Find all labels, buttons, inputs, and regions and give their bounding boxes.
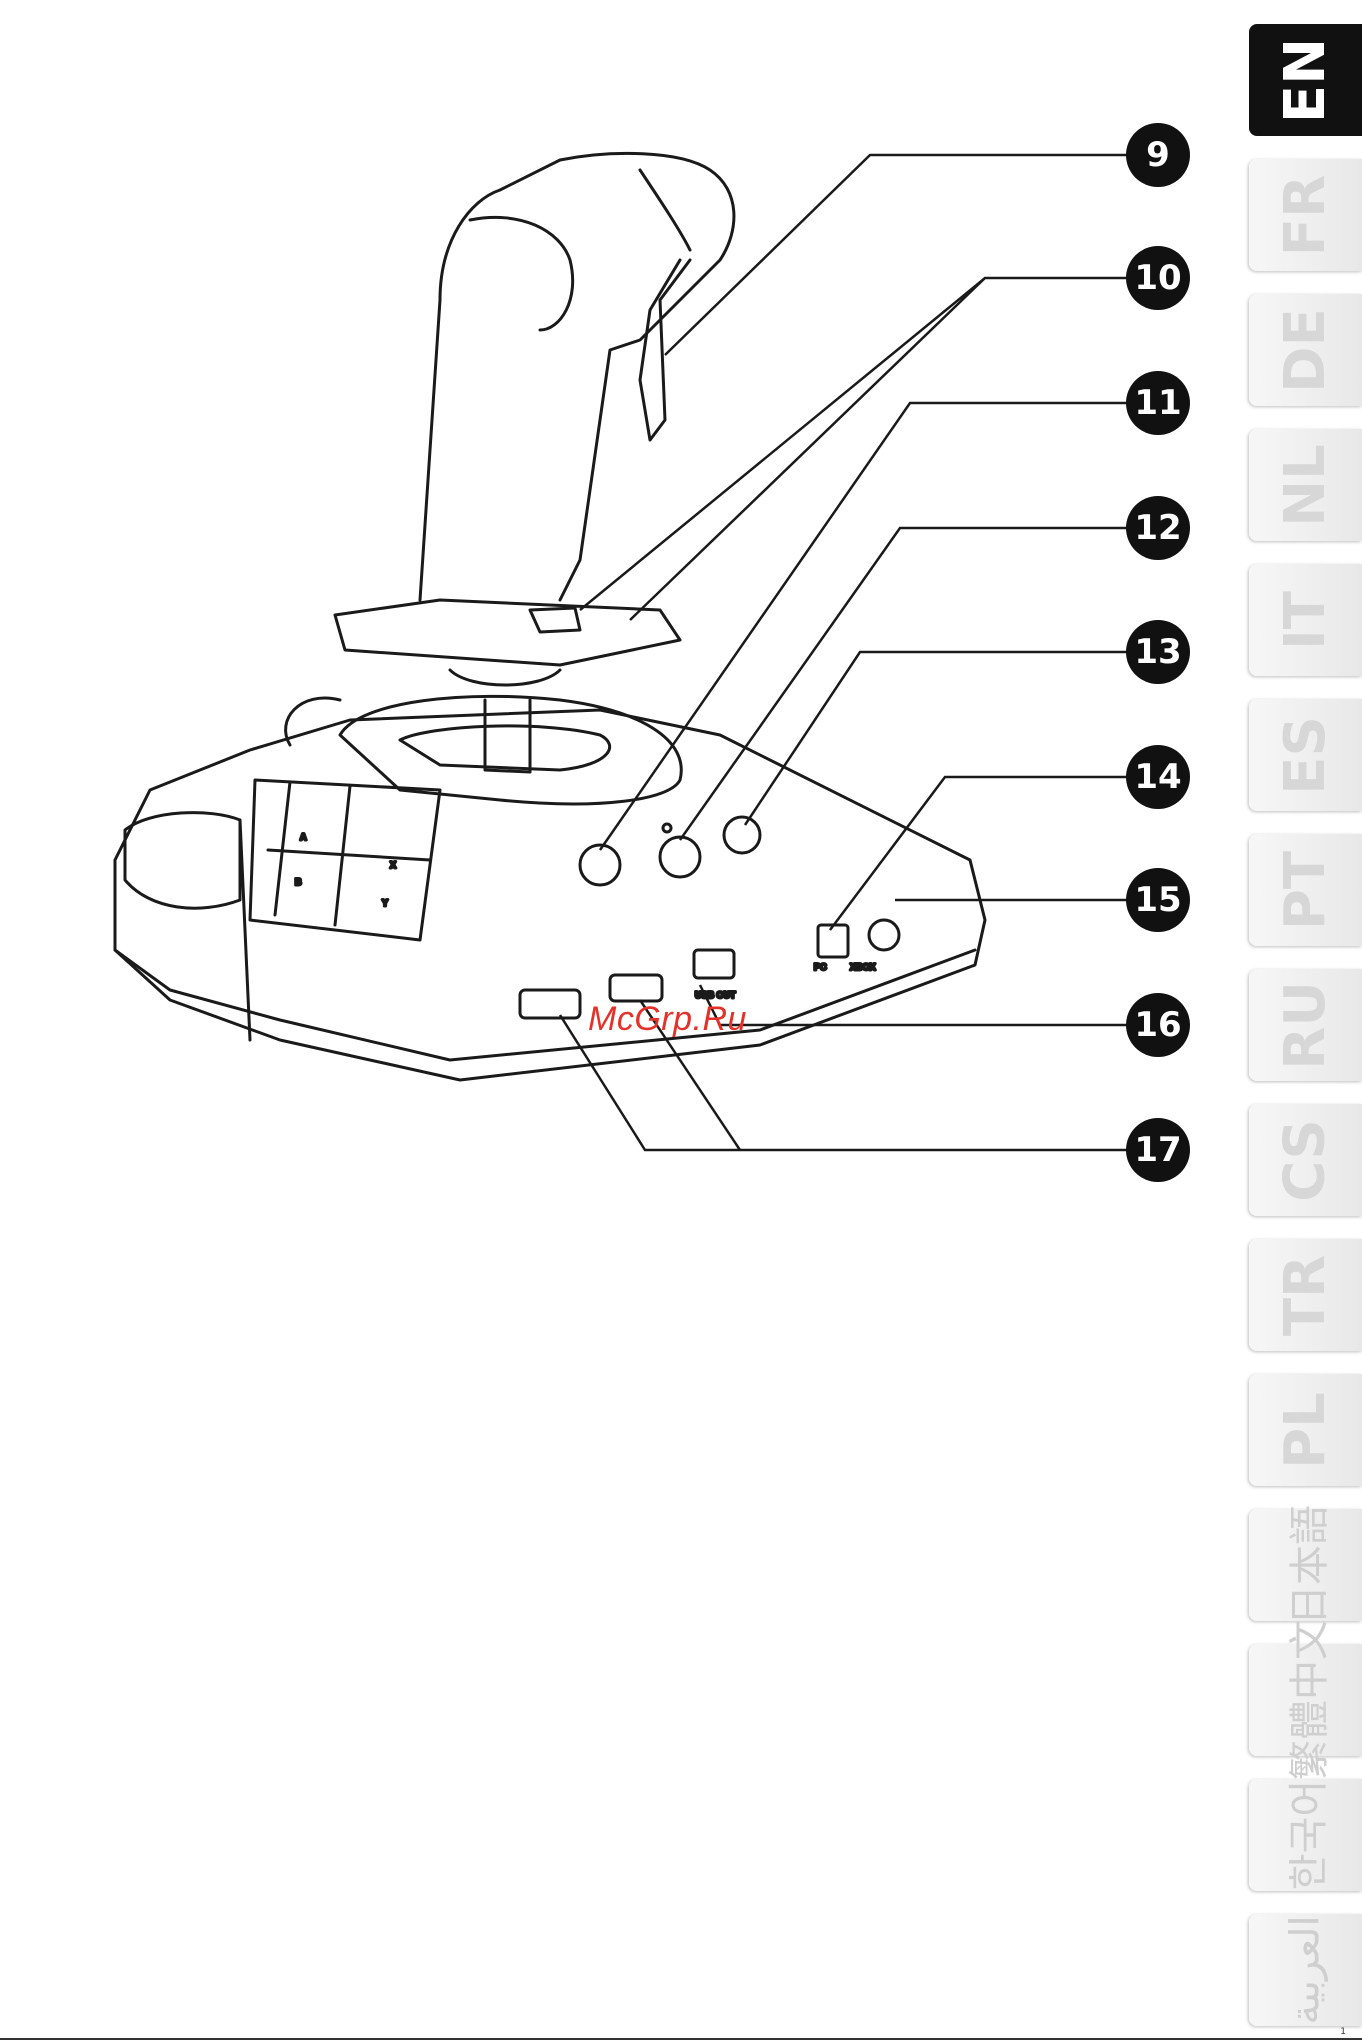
lang-tab-label: 日本語 [1277, 1505, 1335, 1625]
lang-tab-es[interactable]: ES [1249, 699, 1362, 811]
usb-out-label: USB OUT [695, 990, 736, 1000]
lang-tab-zh-tw[interactable]: 繁體中文 [1249, 1644, 1362, 1756]
lang-tab-en[interactable]: EN [1249, 24, 1362, 136]
button-label-x: X [390, 860, 396, 870]
lang-tab-pl[interactable]: PL [1249, 1374, 1362, 1486]
callout-10-label: 10 [1134, 258, 1181, 298]
lang-tab-de[interactable]: DE [1249, 294, 1362, 406]
lang-tab-label: NL [1273, 444, 1338, 527]
pc-label: PC [814, 962, 827, 972]
lang-tab-pt[interactable]: PT [1249, 834, 1362, 946]
lang-tab-label: FR [1273, 174, 1338, 255]
bottom-rule [0, 2038, 1362, 2040]
lang-tab-label: IT [1273, 590, 1338, 649]
button-label-y: Y [382, 898, 388, 908]
callout-13-label: 13 [1134, 632, 1181, 672]
lang-tab-label: TR [1273, 1254, 1338, 1335]
lang-tab-label: 繁體中文 [1277, 1620, 1335, 1780]
callout-9-label: 9 [1146, 135, 1170, 175]
callout-15-label: 15 [1134, 880, 1181, 920]
lang-tab-ko[interactable]: 한국어 [1249, 1779, 1362, 1891]
lang-tab-label: RU [1273, 981, 1338, 1070]
xbox-label: XBOX [850, 962, 876, 972]
lang-tab-label: DE [1273, 308, 1338, 393]
lang-tab-cs[interactable]: CS [1249, 1104, 1362, 1216]
lang-tab-it[interactable]: IT [1249, 564, 1362, 676]
lang-tab-nl[interactable]: NL [1249, 429, 1362, 541]
lang-tab-label: العربية [1282, 1915, 1328, 2024]
callout-16-label: 16 [1134, 1005, 1181, 1045]
callout-14-label: 14 [1134, 757, 1181, 797]
callout-11-label: 11 [1134, 383, 1181, 423]
lang-tab-label: PT [1273, 850, 1338, 929]
lang-tab-label: EN [1273, 37, 1338, 122]
callout-17-label: 17 [1134, 1130, 1181, 1170]
lang-tab-ja[interactable]: 日本語 [1249, 1509, 1362, 1621]
page-number: 1 [1340, 2027, 1346, 2037]
lang-tab-label: ES [1273, 716, 1338, 795]
lang-tab-label: CS [1273, 1119, 1338, 1201]
lang-tab-fr[interactable]: FR [1249, 159, 1362, 271]
button-label-b: B [295, 877, 302, 887]
lang-tab-ru[interactable]: RU [1249, 969, 1362, 1081]
callout-12-label: 12 [1134, 508, 1181, 548]
lang-tab-ar[interactable]: العربية [1249, 1914, 1362, 2026]
watermark: McGrp.Ru [588, 1000, 747, 1039]
lang-tab-label: 한국어 [1277, 1780, 1335, 1890]
lang-tab-label: PL [1273, 1392, 1338, 1469]
lang-tab-tr[interactable]: TR [1249, 1239, 1362, 1351]
button-label-a: A [300, 832, 307, 842]
